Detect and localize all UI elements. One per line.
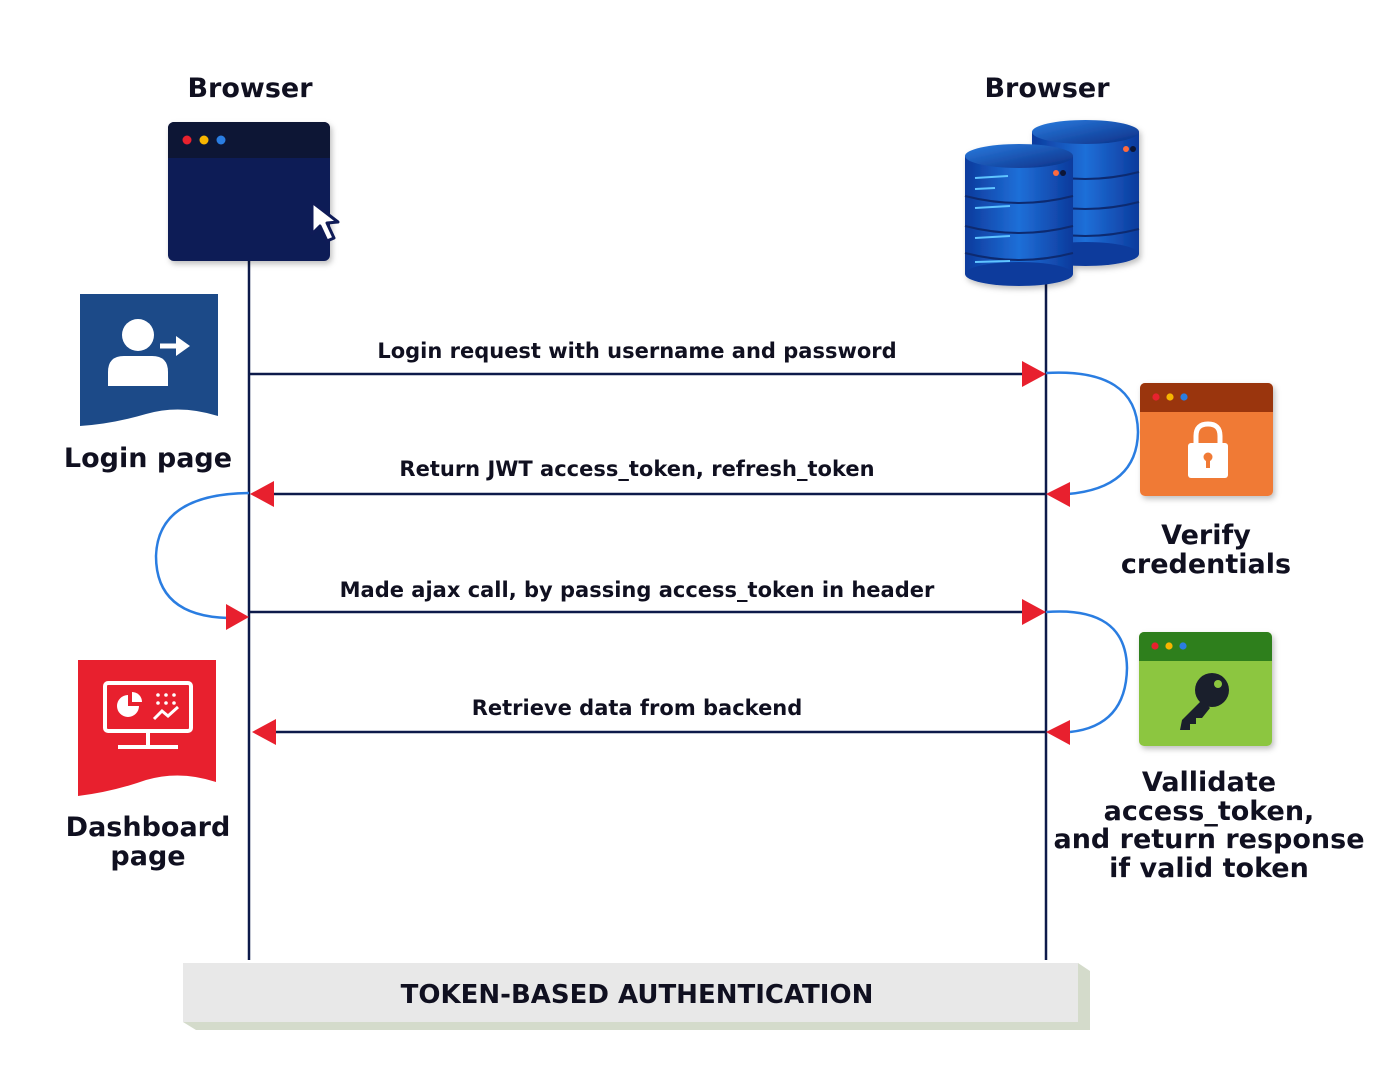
right-participant-title: Browser <box>984 73 1110 104</box>
footer-banner: TOKEN-BASED AUTHENTICATION <box>183 963 1090 1030</box>
message-4-arrowhead <box>252 719 276 745</box>
message-4-label: Retrieve data from backend <box>472 696 803 720</box>
dashboard-page-label-line1: Dashboard <box>66 812 231 843</box>
dashboard-page-badge <box>78 660 216 796</box>
verify-loop-arrowhead <box>1046 482 1070 507</box>
browser-window-icon <box>168 122 330 261</box>
dashboard-monitor-icon <box>103 681 193 749</box>
left-participant-title: Browser <box>187 73 313 104</box>
validate-token-line2: access_token, <box>1104 796 1315 827</box>
footer-title: TOKEN-BASED AUTHENTICATION <box>401 980 874 1010</box>
message-4: Retrieve data from backend <box>252 696 1046 745</box>
user-login-icon <box>108 319 190 386</box>
validate-token-line4: if valid token <box>1109 853 1309 884</box>
verify-credentials-loop <box>1045 371 1140 496</box>
message-1-label: Login request with username and password <box>377 339 896 363</box>
validate-token-loop <box>1045 610 1129 734</box>
key-icon <box>1180 673 1229 730</box>
client-loop-arrowhead <box>226 604 249 630</box>
message-3-label: Made ajax call, by passing access_token … <box>340 578 935 602</box>
message-3-arrowhead <box>1022 599 1046 625</box>
lock-window-icon <box>1140 383 1273 496</box>
message-2: Return JWT access_token, refresh_token <box>250 457 1046 507</box>
message-1: Login request with username and password <box>249 339 1046 387</box>
verify-credentials-line2: credentials <box>1121 549 1291 580</box>
message-1-arrowhead <box>1022 361 1046 387</box>
message-3: Made ajax call, by passing access_token … <box>249 578 1046 625</box>
validate-loop-arrowhead <box>1046 720 1070 745</box>
database-server-icon <box>964 120 1140 286</box>
validate-token-line3: and return response <box>1053 824 1364 855</box>
message-2-label: Return JWT access_token, refresh_token <box>399 457 874 481</box>
lock-icon <box>1188 421 1228 478</box>
verify-credentials-line1: Verify <box>1161 520 1251 551</box>
dashboard-page-label-line2: page <box>110 841 185 872</box>
login-page-label: Login page <box>64 443 232 474</box>
validate-token-line1: Vallidate <box>1142 767 1276 798</box>
client-store-token-loop <box>154 491 250 620</box>
message-2-arrowhead <box>250 481 274 507</box>
login-page-badge <box>80 294 218 426</box>
cursor-icon <box>310 200 340 243</box>
